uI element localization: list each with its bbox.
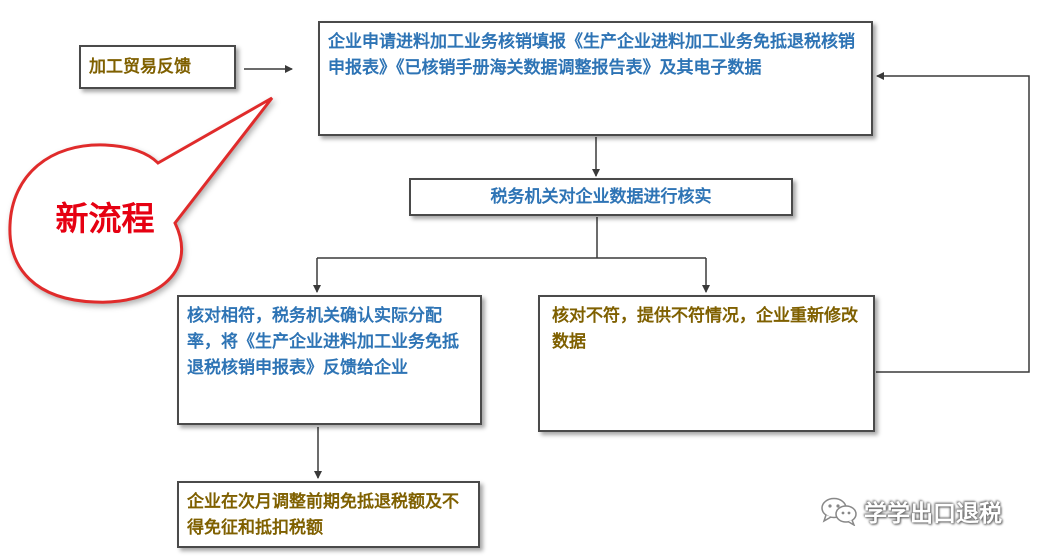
mismatch-text: 核对不符，提供不符情况，企业重新修改数据: [552, 306, 858, 352]
mismatch-box: 核对不符，提供不符情况，企业重新修改数据: [538, 295, 875, 432]
feedback-box: 加工贸易反馈: [79, 45, 236, 89]
watermark-text: 学学出口退税: [864, 501, 1002, 527]
adjust-text: 企业在次月调整前期免抵退税额及不得免征和抵扣税额: [187, 492, 459, 538]
wechat-icon: [821, 497, 857, 526]
apply-text: 企业申请进料加工业务核销填报《生产企业进料加工业务免抵退税核销申报表》《已核销手…: [328, 32, 855, 78]
apply-box: 企业申请进料加工业务核销填报《生产企业进料加工业务免抵退税核销申报表》《已核销手…: [318, 21, 873, 136]
callout-bubble: [8, 96, 274, 304]
verify-box: 税务机关对企业数据进行核实: [409, 178, 793, 216]
match-box: 核对相符，税务机关确认实际分配率，将《生产企业进料加工业务免抵退税核销申报表》反…: [177, 295, 482, 425]
verify-text: 税务机关对企业数据进行核实: [490, 187, 712, 207]
arrow-mismatch-loop-to-apply: [876, 72, 1030, 373]
adjust-box: 企业在次月调整前期免抵退税额及不得免征和抵扣税额: [177, 481, 480, 548]
watermark: 学学出口退税: [820, 494, 1002, 528]
match-text: 核对相符，税务机关确认实际分配率，将《生产企业进料加工业务免抵退税核销申报表》反…: [187, 306, 459, 378]
feedback-text: 加工贸易反馈: [89, 57, 191, 77]
new-flow-label: 新流程: [55, 199, 155, 238]
